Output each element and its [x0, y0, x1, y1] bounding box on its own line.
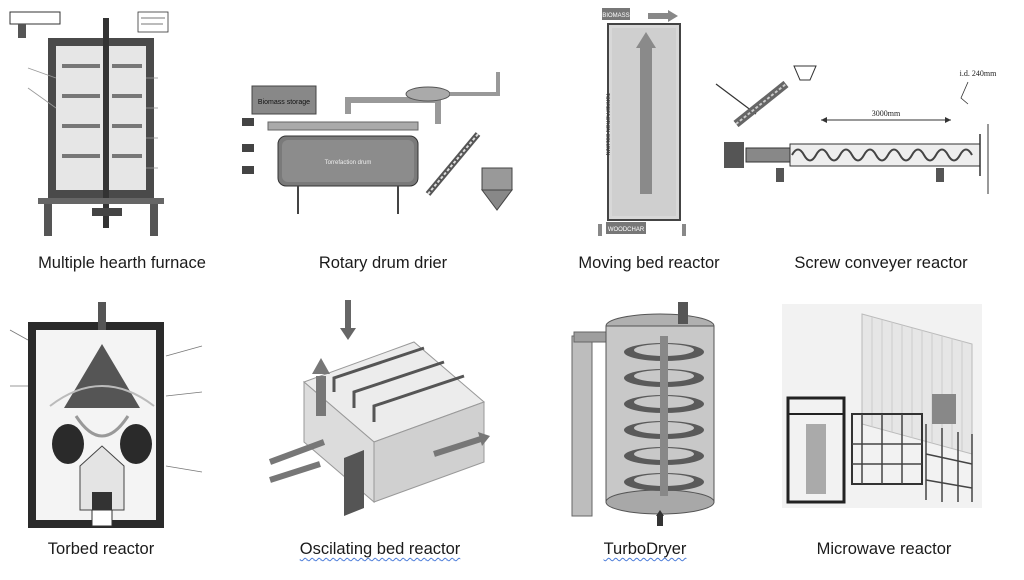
moving-bed-side-label: TORREFACTION COLUMN [604, 93, 610, 156]
torbed-reactor-figure [6, 296, 212, 536]
rotary-vessel-label: Torrefaction drum [325, 160, 372, 166]
screw-diameter-label: i.d. 240mm [960, 69, 997, 78]
rotary-storage-label: Biomass storage [258, 99, 310, 106]
caption-torbed-reactor: Torbed reactor [47, 540, 155, 558]
caption-oscilating-bed-reactor: Oscilating bed reactor [299, 540, 461, 558]
caption-multiple-hearth-furnace: Multiple hearth furnace [38, 254, 206, 272]
caption-microwave-reactor: Microwave reactor [816, 540, 952, 558]
caption-rotary-drum-drier: Rotary drum drier [318, 254, 448, 272]
moving-bed-reactor-figure: BIOMASS TORREFACTION COLUMN WOODCHAR [592, 4, 692, 240]
turbodryer-figure [560, 296, 730, 536]
caption-turbodryer: TurboDryer [603, 540, 687, 558]
screw-length-label: 3000mm [872, 109, 901, 118]
caption-moving-bed-reactor: Moving bed reactor [578, 254, 720, 272]
screw-conveyer-reactor-figure: 3000mm i.d. 240mm [706, 54, 1004, 218]
oscilating-bed-reactor-figure [264, 292, 500, 530]
moving-bed-bottom-label: WOODCHAR [608, 227, 645, 233]
rotary-drum-drier-figure: Biomass storage Torrefaction drum [238, 64, 528, 218]
caption-screw-conveyer-reactor: Screw conveyer reactor [794, 254, 968, 272]
microwave-reactor-figure [782, 304, 982, 508]
multiple-hearth-furnace-figure [8, 8, 170, 240]
moving-bed-top-label: BIOMASS [602, 13, 629, 19]
